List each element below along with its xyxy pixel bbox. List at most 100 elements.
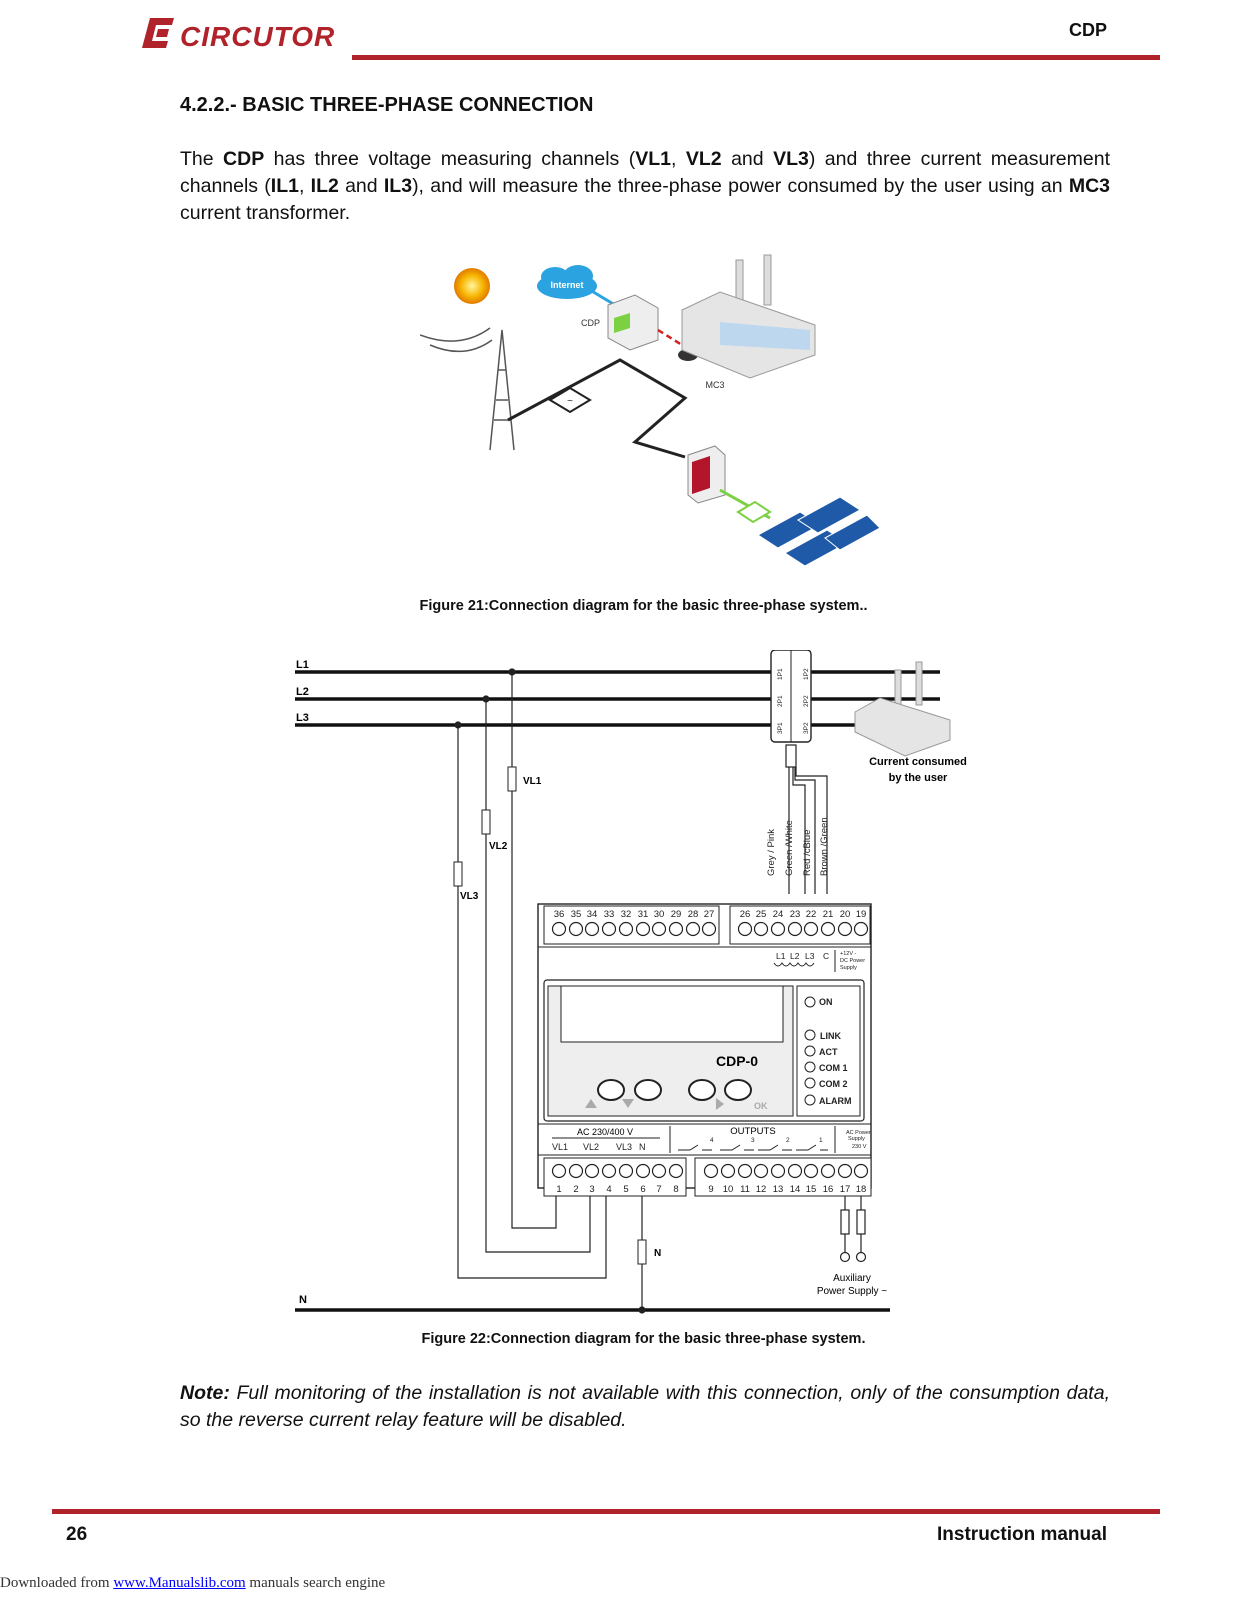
terminal-34: 34 [587, 909, 598, 920]
fuse-vl3-label: VL3 [460, 891, 479, 902]
led-link [804, 1029, 816, 1041]
wire-label-green-white: Green /White [784, 820, 795, 876]
aux-supply-label-2: Power Supply ~ [817, 1286, 887, 1297]
figure-21-caption: Figure 21:Connection diagram for the bas… [419, 598, 868, 614]
up-arrow-icon [585, 1099, 597, 1108]
fuse-vl2-label: VL2 [489, 841, 508, 852]
terminal-10: 10 [723, 1184, 734, 1195]
terminal-36: 36 [554, 909, 565, 920]
phase-lines [295, 670, 940, 1312]
led-on-label: ON [819, 997, 833, 1007]
terminal-12: 12 [756, 1184, 767, 1195]
footer-rule [52, 1509, 1160, 1514]
ct-input-l3: L3 [805, 951, 815, 961]
dc-supply-line1: +12V - [840, 951, 857, 957]
mc3-ct-block [770, 650, 812, 743]
by-the-user-label: by the user [889, 772, 948, 784]
aux-supply-label-1: Auxiliary [833, 1273, 871, 1284]
terminal-33: 33 [604, 909, 615, 920]
svg-text:~: ~ [567, 396, 573, 407]
terminal-22: 22 [806, 909, 817, 920]
led-alarm-label: ALARM [819, 1096, 852, 1106]
ok-label: OK [754, 1101, 768, 1111]
wire-label-red-blue: Red /cBlue [802, 830, 813, 876]
led-com1 [804, 1061, 816, 1073]
section-title: 4.2.2.- BASIC THREE-PHASE CONNECTION [180, 94, 594, 116]
terminal-29: 29 [671, 909, 682, 920]
voltage-input-vl3: VL3 [616, 1142, 632, 1152]
terminal-11: 11 [740, 1184, 750, 1195]
dc-supply-line3: Supply [840, 965, 857, 971]
terminal-6: 6 [640, 1184, 645, 1195]
ct-input-l2: L2 [790, 951, 800, 961]
fuse-vl1-label: VL1 [523, 776, 542, 787]
ct-pin-3p2: 3P2 [803, 722, 810, 734]
ct-input-l1: L1 [776, 951, 786, 961]
fuse-neutral [637, 1239, 647, 1265]
line-l2-label: L2 [296, 686, 309, 698]
ac-supply-line3: 230 V [852, 1144, 867, 1150]
intro-paragraph: The CDP has three voltage measuring chan… [180, 148, 1110, 224]
svg-text:CDP: CDP [581, 318, 600, 328]
right-arrow-icon [716, 1098, 724, 1110]
output-3: 3 [751, 1137, 755, 1144]
voltage-input-n: N [639, 1142, 646, 1152]
header-rule [352, 55, 1160, 60]
top-terminal-screws [551, 921, 869, 937]
note-text: Full monitoring of the installation is n… [180, 1382, 1110, 1431]
terminal-9: 9 [708, 1184, 713, 1195]
terminal-4: 4 [606, 1184, 611, 1195]
led-link-label: LINK [820, 1031, 841, 1041]
internet-cloud-icon: Internet [537, 265, 597, 299]
led-com1-label: COM 1 [819, 1063, 848, 1073]
manualslib-link[interactable]: www.Manualslib.com [113, 1575, 246, 1591]
terminal-21: 21 [823, 909, 834, 920]
right-button [688, 1079, 716, 1101]
outputs-label: OUTPUTS [730, 1126, 775, 1137]
ok-button [724, 1079, 752, 1101]
ct-pin-3p1: 3P1 [777, 722, 784, 734]
figure-22-wiring-diagram: L1 L2 L3 N VL1 VL2 VL3 N 1P1 1P2 2P1 2P2… [295, 650, 967, 1314]
terminal-19: 19 [856, 909, 867, 920]
ac-supply-line2: Supply [848, 1136, 865, 1142]
grid-inverter-symbol: ~ [548, 386, 592, 414]
figure-22-caption: Figure 22:Connection diagram for the bas… [421, 1331, 866, 1347]
ct-pin-2p2: 2P2 [803, 695, 810, 707]
aux-supply-wiring [839, 1196, 867, 1263]
ac-supply-line1: AC Power [846, 1130, 871, 1136]
terminal-18: 18 [856, 1184, 867, 1195]
fuse-vl2 [481, 809, 491, 835]
terminal-35: 35 [571, 909, 582, 920]
document-code: CDP [1068, 20, 1107, 40]
terminal-24: 24 [773, 909, 784, 920]
power-tower-icon [420, 327, 515, 451]
down-button [634, 1079, 662, 1101]
ac-voltage-label: AC 230/400 V [577, 1127, 633, 1137]
download-note: Downloaded from www.Manualslib.com manua… [0, 1575, 386, 1591]
figure-21-illustration: Internet CDP MC3 ~ [420, 254, 880, 567]
down-arrow-icon [622, 1099, 634, 1108]
bottom-terminal-screws [551, 1163, 869, 1179]
line-l1-label: L1 [296, 659, 309, 671]
cdp-device [537, 903, 872, 1189]
terminal-25: 25 [756, 909, 767, 920]
relay-contact-symbols [678, 1144, 828, 1151]
terminal-32: 32 [621, 909, 632, 920]
note-paragraph: Note: Full monitoring of the installatio… [180, 1380, 1110, 1434]
terminal-20: 20 [840, 909, 851, 920]
dc-symbol [736, 500, 772, 524]
terminal-14: 14 [790, 1184, 801, 1195]
voltage-input-vl1: VL1 [552, 1142, 568, 1152]
led-com2 [804, 1077, 816, 1089]
terminal-31: 31 [638, 909, 649, 920]
ct-pin-2p1: 2P1 [777, 695, 784, 707]
neutral-label: N [299, 1294, 307, 1306]
terminal-16: 16 [823, 1184, 834, 1195]
wire-label-grey-pink: Grey / Pink [766, 829, 777, 876]
ct-pin-1p1: 1P1 [777, 668, 784, 680]
voltage-input-vl2: VL2 [583, 1142, 599, 1152]
fuse-vl3 [453, 861, 463, 887]
line-l3-label: L3 [296, 712, 309, 724]
terminal-30: 30 [654, 909, 665, 920]
terminal-8: 8 [673, 1184, 678, 1195]
